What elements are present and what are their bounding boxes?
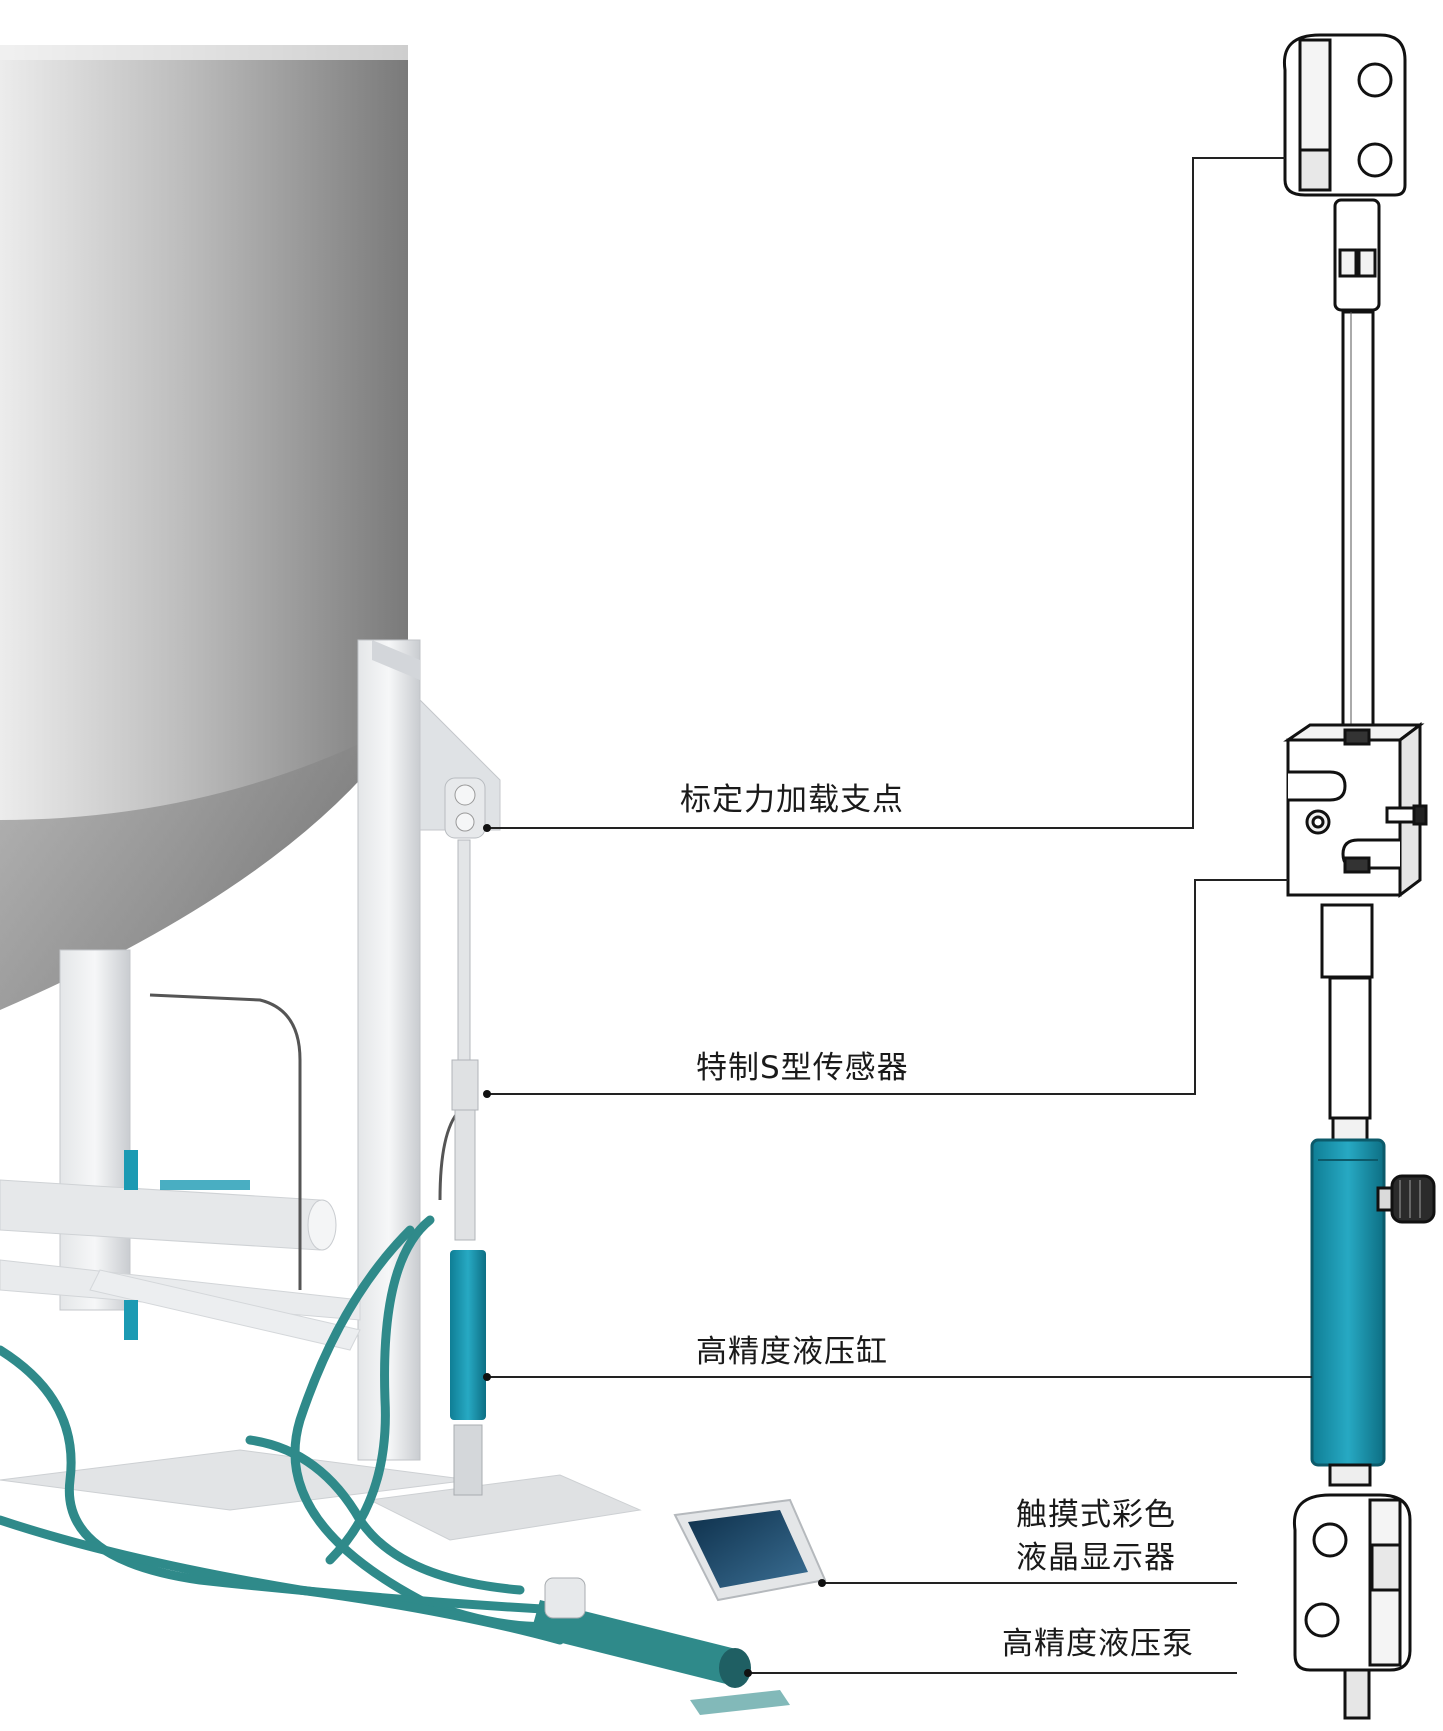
- label-touch-display-line2: 液晶显示器: [1016, 1540, 1176, 1576]
- top-clevis: [1282, 33, 1407, 197]
- label-s-sensor: 特制S型传感器: [696, 1050, 909, 1086]
- hydraulic-cylinder-part: [1310, 1138, 1436, 1467]
- leader-lines: [487, 157, 1312, 1674]
- touch-display-device: [673, 1498, 827, 1602]
- label-hydraulic-pump: 高精度液压泵: [1002, 1626, 1194, 1662]
- support-frame: [0, 639, 642, 1541]
- signal-cable: [149, 993, 302, 1290]
- hydraulic-pump-device: [530, 1577, 790, 1715]
- silo-tank: [0, 45, 408, 1010]
- mounted-calibration-assembly: [444, 777, 486, 1496]
- bottom-clevis: [1292, 1493, 1412, 1720]
- s-type-sensor: [1283, 722, 1428, 898]
- exploded-assembly: [1282, 33, 1436, 1720]
- leader-s-sensor: [487, 879, 1288, 1095]
- hydraulic-hoses: [0, 1215, 605, 1645]
- leader-dots: [483, 824, 826, 1677]
- leader-calibration-support: [487, 157, 1285, 829]
- label-calibration-support: 标定力加载支点: [680, 782, 904, 818]
- label-hydraulic-cylinder: 高精度液压缸: [696, 1334, 888, 1370]
- label-touch-display-line1: 触摸式彩色: [1016, 1497, 1176, 1533]
